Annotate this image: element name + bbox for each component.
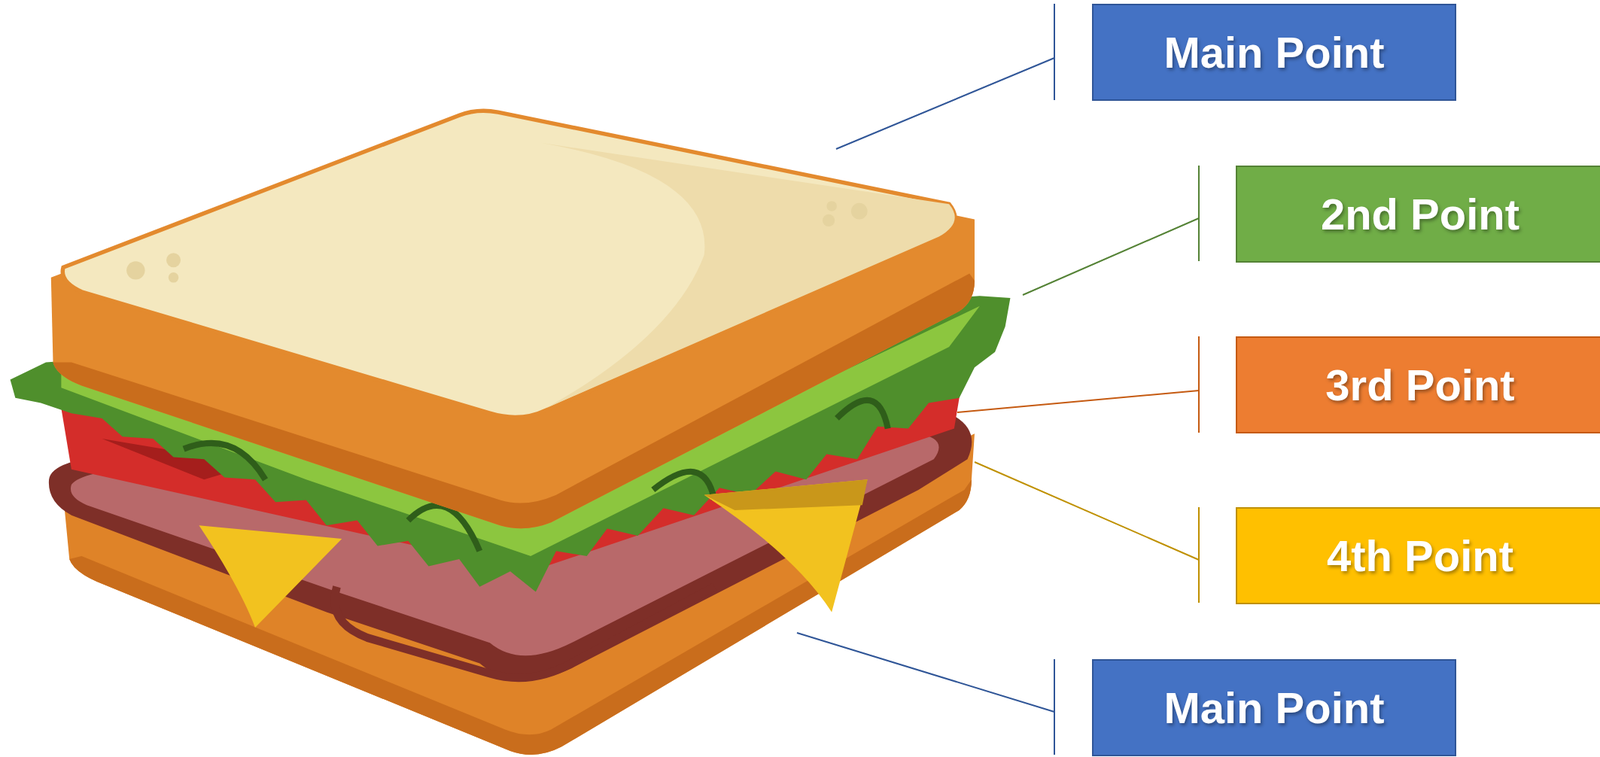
cheese-shade — [704, 479, 868, 511]
leader-line — [1022, 218, 1199, 296]
point-label: 4th Point — [1326, 530, 1514, 581]
bread-hole — [168, 272, 180, 283]
leader-tick — [1198, 336, 1200, 433]
leader-tick — [1198, 507, 1200, 603]
point-box: Main Point — [1092, 659, 1457, 757]
cheese — [704, 479, 868, 612]
leader-line — [836, 57, 1055, 150]
point-label: 3rd Point — [1325, 359, 1515, 411]
point-box: 3rd Point — [1235, 336, 1600, 434]
leader-tick — [1198, 165, 1200, 262]
point-box: Main Point — [1092, 3, 1457, 101]
point-label: 2nd Point — [1320, 188, 1520, 240]
point-box: 4th Point — [1235, 507, 1600, 605]
leader-line — [796, 632, 1055, 712]
leader-tick — [1053, 3, 1056, 101]
point-label: Main Point — [1163, 682, 1385, 734]
meat-fold — [334, 587, 715, 679]
bread-hole — [126, 261, 145, 280]
top-bread-face-shade — [541, 142, 956, 409]
cheese — [198, 525, 342, 628]
bread-hole — [822, 214, 835, 227]
leaders — [796, 3, 1199, 755]
top-bread-face — [62, 110, 955, 417]
leader-tick — [1053, 659, 1056, 755]
bread-hole — [851, 203, 868, 220]
bread-hole — [166, 252, 181, 268]
point-box: 2nd Point — [1235, 165, 1600, 263]
leader-line — [974, 462, 1199, 560]
point-label: Main Point — [1163, 27, 1385, 78]
bread-hole — [826, 200, 837, 212]
sandwich — [10, 110, 1011, 755]
leader-line — [957, 390, 1199, 413]
